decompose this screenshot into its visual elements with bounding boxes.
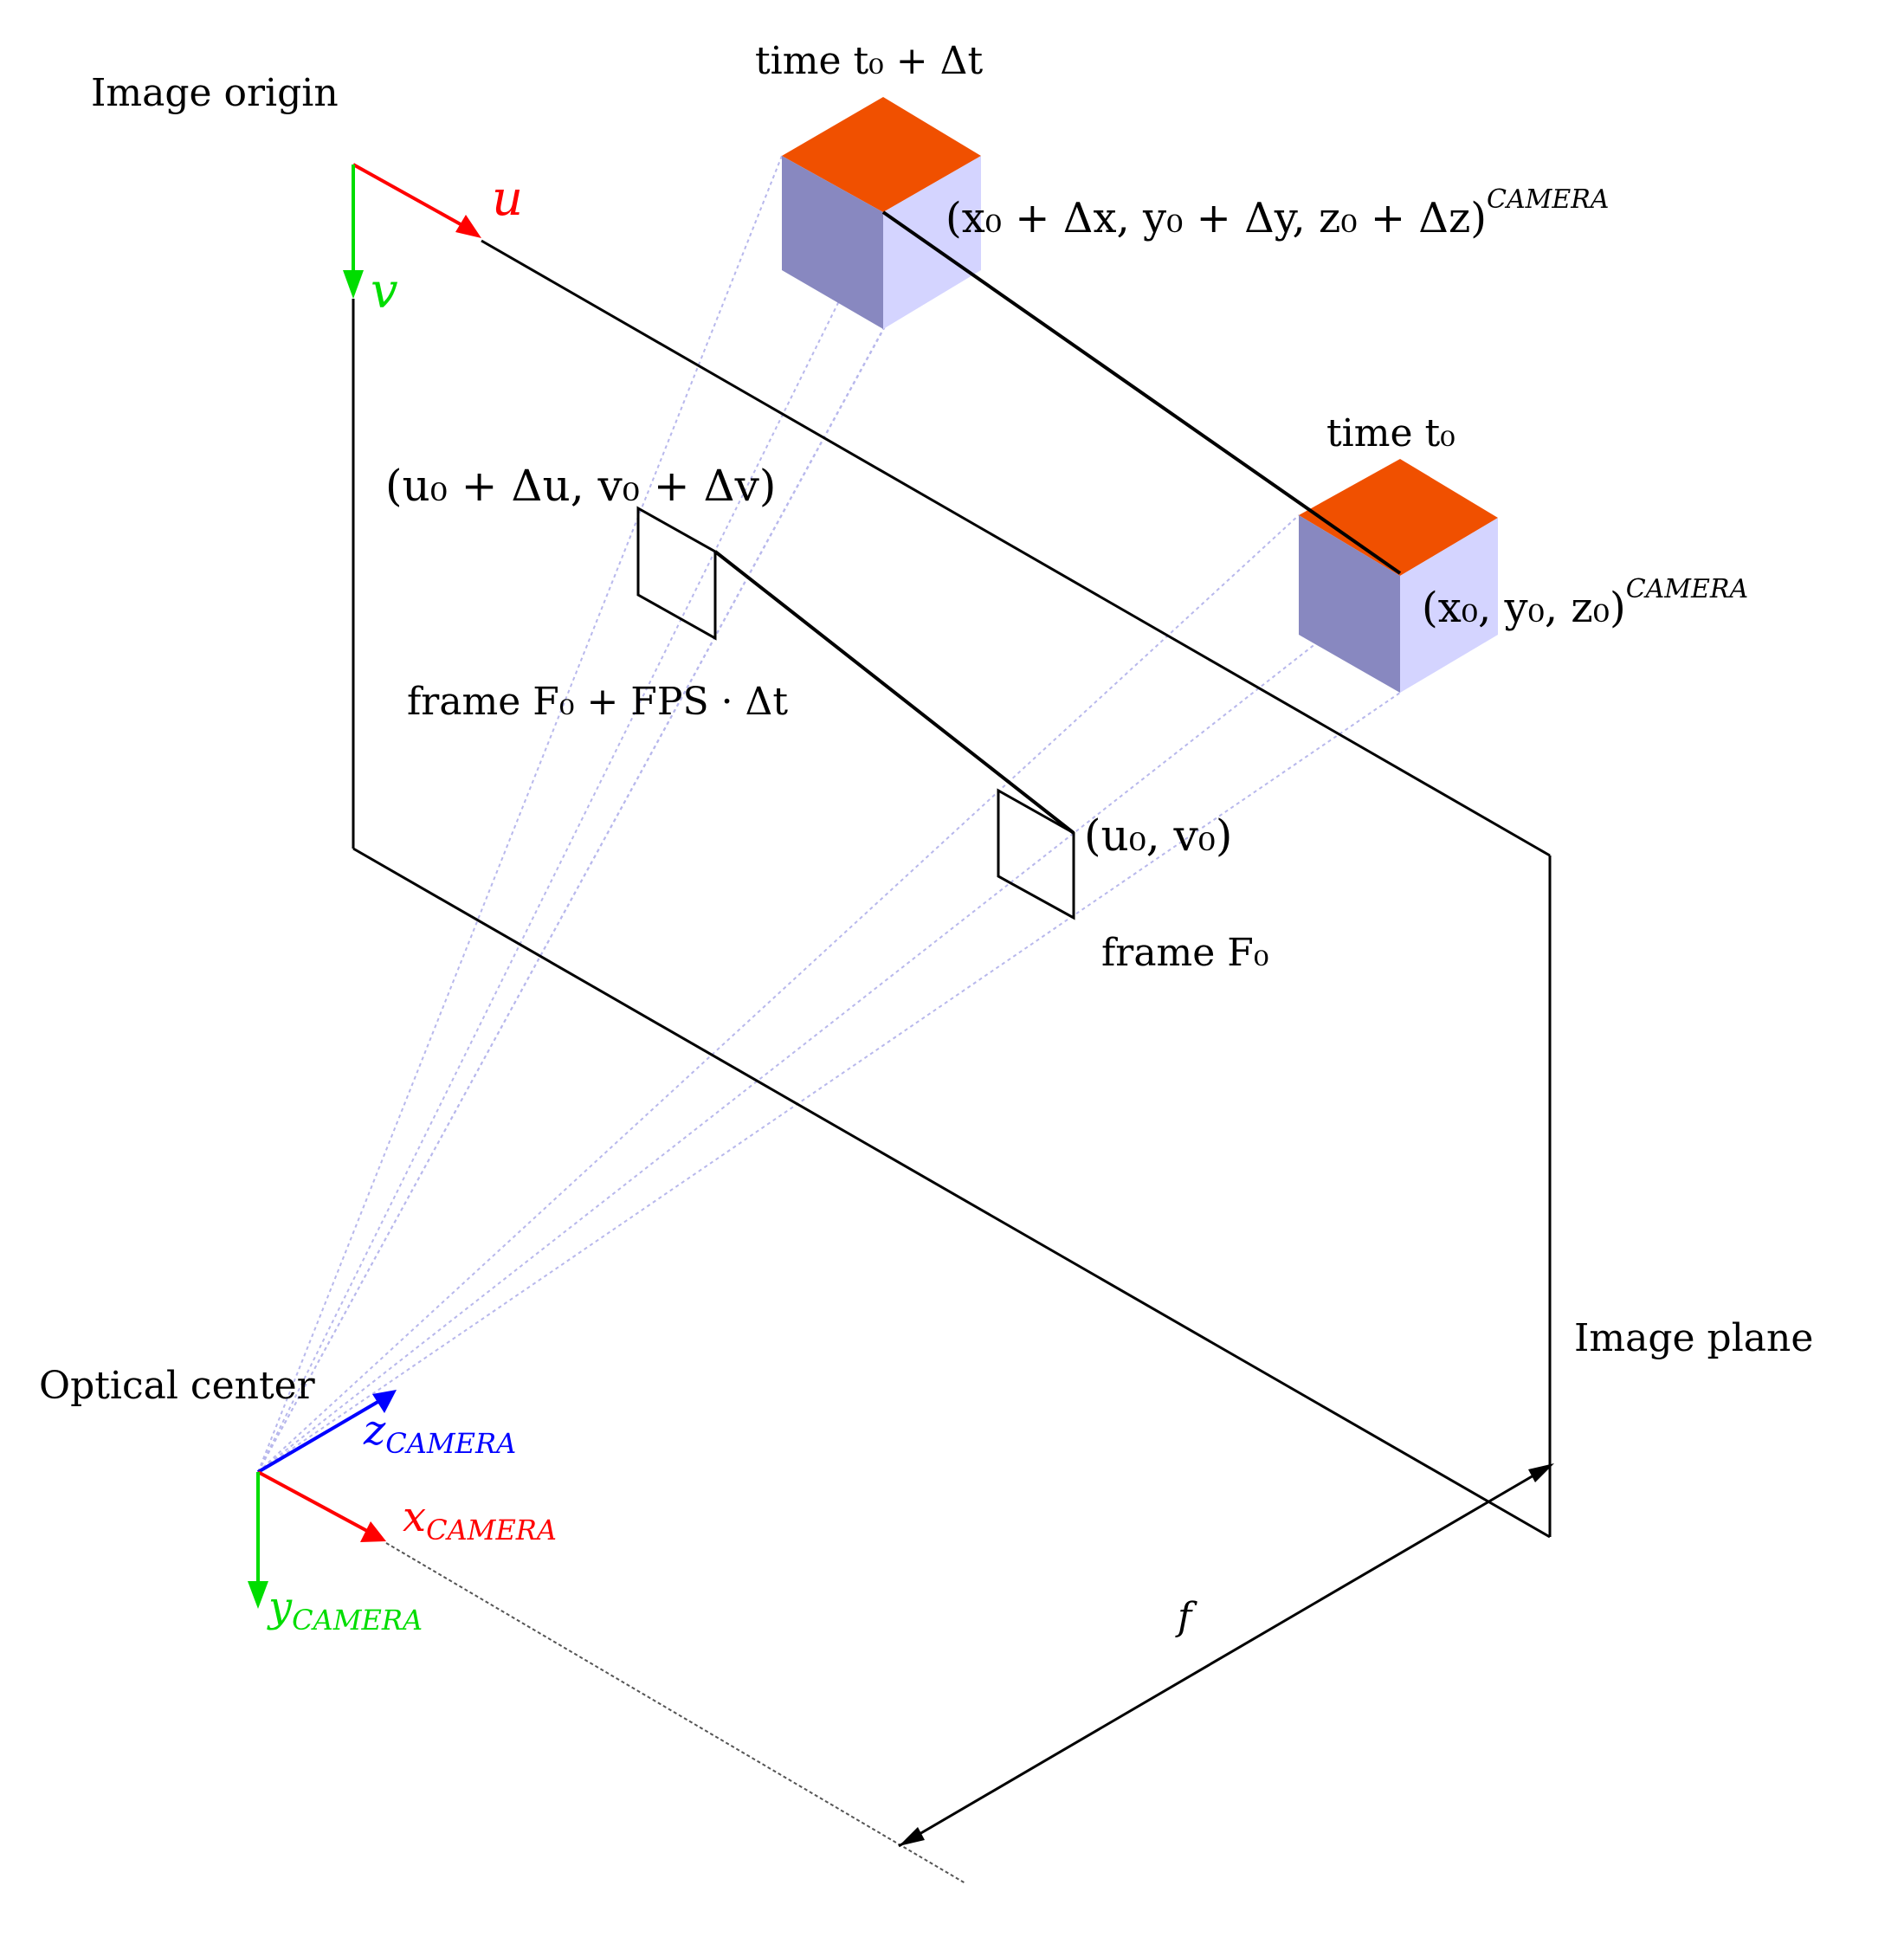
x-camera-axis-arrow	[257, 1470, 386, 1542]
image-plane-label: Image plane	[1574, 1316, 1813, 1360]
pixel-square-initial	[997, 788, 1075, 920]
time-t0-dt-label: time t₀ + Δt	[755, 39, 983, 83]
point-initial-label: (x₀, y₀, z₀)CAMERA	[1422, 574, 1748, 632]
image-plane-outline	[352, 239, 1552, 1539]
v-axis-label: v	[371, 263, 398, 320]
frame-moved-label: frame F₀ + FPS · Δt	[407, 680, 788, 724]
motion-line-3d	[881, 210, 1402, 575]
pixel-square-moved	[636, 506, 717, 641]
time-t0-label: time t₀	[1326, 411, 1455, 455]
frame-initial-label: frame F₀	[1101, 931, 1268, 975]
u-axis-arrow	[352, 163, 481, 238]
y-camera-axis-arrow	[248, 1472, 268, 1609]
cube-time-t0-dt	[782, 97, 981, 329]
pixel-initial-label: (u₀, v₀)	[1084, 810, 1232, 861]
motion-line-image	[713, 550, 1075, 835]
projection-rays	[257, 155, 1401, 1473]
optical-center-label: Optical center	[39, 1364, 316, 1408]
focal-length-dimension	[898, 1463, 1554, 1848]
y-camera-label: yCAMERA	[267, 1583, 423, 1637]
cube-time-t0	[1299, 459, 1498, 693]
z-camera-axis-arrow	[256, 1390, 397, 1474]
x-camera-label: xCAMERA	[403, 1493, 557, 1546]
focal-length-label: f	[1175, 1595, 1197, 1639]
v-axis-arrow	[343, 165, 364, 299]
image-origin-label: Image origin	[91, 71, 339, 115]
point-moved-label: (x₀ + Δx, y₀ + Δy, z₀ + Δz)CAMERA	[946, 184, 1609, 242]
pixel-moved-label: (u₀ + Δu, v₀ + Δv)	[385, 461, 776, 511]
u-axis-label: u	[492, 171, 523, 227]
x-axis-extension	[385, 1542, 966, 1884]
z-camera-label: zCAMERA	[363, 1406, 516, 1460]
